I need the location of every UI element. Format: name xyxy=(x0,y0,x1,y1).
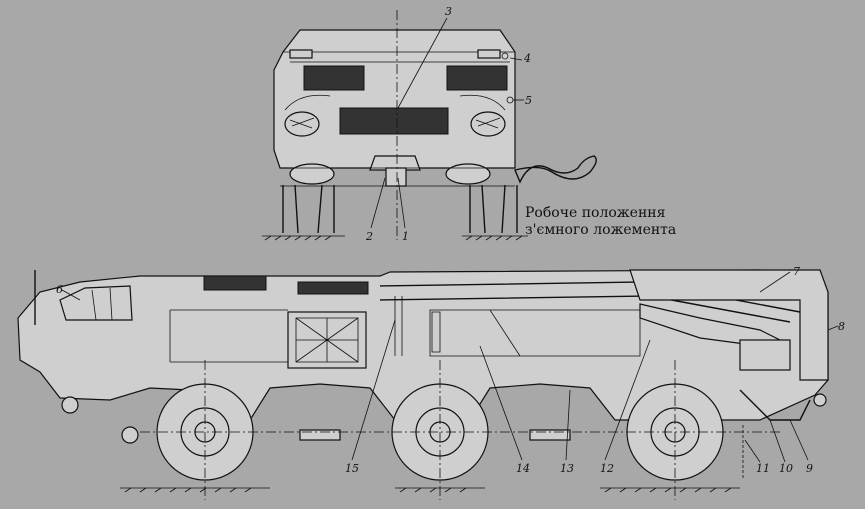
callout-10: 10 xyxy=(779,462,793,475)
tow-hook-housing xyxy=(369,155,421,171)
callout-3: 3 xyxy=(445,5,452,18)
left-lower-light xyxy=(289,163,335,185)
callout-12: 12 xyxy=(600,462,614,475)
side-panel xyxy=(169,309,288,363)
caption-line-2: з'ємного ложемента xyxy=(525,222,676,238)
leader-3 xyxy=(397,17,448,109)
vent-blades xyxy=(289,117,501,129)
bumper-lines xyxy=(280,167,515,187)
front-roller xyxy=(61,396,79,414)
front-view xyxy=(262,10,597,241)
winch xyxy=(385,167,407,187)
ground-hatch-side xyxy=(124,487,732,493)
fastener-4 xyxy=(501,52,509,60)
callout-2: 2 xyxy=(365,230,373,243)
leader-8 xyxy=(827,325,839,331)
leader-4 xyxy=(509,57,523,61)
right-lower-light xyxy=(445,163,491,185)
callout-4: 4 xyxy=(523,52,531,65)
hydraulic-lines xyxy=(394,296,441,356)
window-frame xyxy=(91,287,113,321)
rear-container xyxy=(629,269,829,381)
callout-13: 13 xyxy=(560,462,574,475)
callout-11: 11 xyxy=(756,462,770,475)
leader-14 xyxy=(479,345,523,461)
callout-9: 9 xyxy=(806,462,813,475)
roller-2 xyxy=(121,426,139,444)
side-view xyxy=(17,269,839,500)
callout-5: 5 xyxy=(525,94,532,107)
callout-14: 14 xyxy=(516,462,530,475)
center-grille xyxy=(339,107,449,135)
leader-12 xyxy=(604,339,651,461)
callout-8: 8 xyxy=(838,320,845,333)
leader-13 xyxy=(565,389,571,461)
rear-stabilizer xyxy=(739,389,811,421)
ground-hatch-top xyxy=(264,235,523,241)
interior-equipment xyxy=(429,309,641,357)
caption-line-1: Робоче положення xyxy=(525,205,666,221)
hatch-mesh xyxy=(295,317,359,363)
leader-6 xyxy=(61,289,81,301)
support-unit xyxy=(739,339,791,371)
callout-6: 6 xyxy=(56,283,63,296)
leader-10 xyxy=(769,419,786,463)
leader-1 xyxy=(397,177,406,229)
leader-11 xyxy=(744,439,761,463)
callout-1: 1 xyxy=(402,230,409,243)
vehicle-hull xyxy=(17,269,829,421)
callout-7: 7 xyxy=(793,265,800,278)
roof-grille-2 xyxy=(297,281,369,295)
callout-15: 15 xyxy=(345,462,359,475)
leader-2 xyxy=(370,177,386,229)
axle-centerlines xyxy=(204,360,676,500)
skid-1 xyxy=(299,429,341,441)
right-marker-light xyxy=(477,49,501,59)
left-stand xyxy=(282,184,335,234)
left-marker-light xyxy=(289,49,313,59)
skid-2 xyxy=(529,429,571,441)
roof-grille-1 xyxy=(203,275,267,291)
right-grille xyxy=(446,65,508,91)
cab-window xyxy=(59,285,133,321)
leader-15 xyxy=(351,319,396,461)
fender-arches xyxy=(284,94,506,111)
right-stand xyxy=(469,184,518,234)
leader-9 xyxy=(789,419,809,461)
rear-roller xyxy=(813,393,827,407)
leader-7 xyxy=(759,271,791,293)
left-grille xyxy=(303,65,365,91)
cab-roof-lines xyxy=(283,51,515,63)
removable-cradle-working xyxy=(514,155,597,184)
